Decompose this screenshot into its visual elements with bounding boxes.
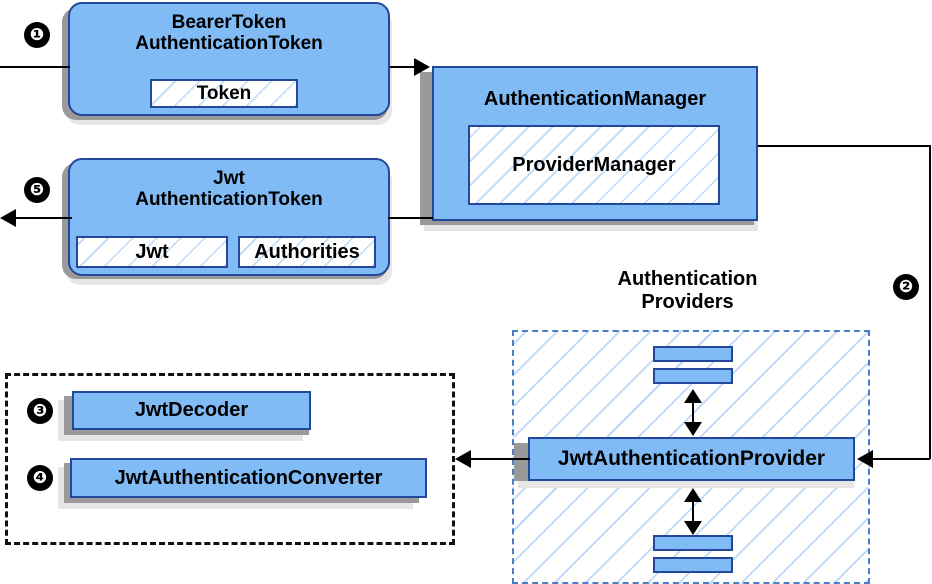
connector-manager-right [758, 145, 930, 147]
connector-token-to-manager [390, 66, 420, 68]
provider-link-top-line [692, 393, 694, 431]
provider-link-top-arrow-up [684, 389, 702, 403]
step-marker-4: ❹ [27, 465, 53, 491]
authentication-manager-title: AuthenticationManager [483, 88, 707, 110]
node-bearer-token-authentication-token[interactable]: BearerToken AuthenticationToken [68, 2, 390, 116]
inner-box-token: Token [150, 79, 298, 108]
authentication-providers-caption-line2: Providers [641, 290, 734, 313]
provider-stub-top-1 [653, 346, 733, 362]
step-marker-1: ❶ [24, 22, 50, 48]
step-marker-2-label: ❷ [898, 276, 914, 297]
provider-link-bottom-arrow-up [684, 488, 702, 502]
jwt-authentication-provider-label: JwtAuthenticationProvider [557, 447, 826, 471]
connector-provider-to-support [470, 458, 530, 460]
authentication-providers-caption-line1: Authentication [617, 268, 758, 290]
step-marker-5-label: ❺ [29, 179, 45, 200]
arrowhead-jwt-token-out [0, 209, 16, 227]
provider-link-top-arrow-down [684, 422, 702, 436]
arrowhead-provider-to-support [455, 450, 471, 468]
node-jwt-authentication-converter[interactable]: JwtAuthenticationConverter [70, 458, 427, 498]
provider-stub-bottom-2 [653, 557, 733, 573]
bearer-token-title-line1: BearerToken [171, 12, 287, 33]
connector-jwt-token-out [14, 217, 72, 219]
authentication-providers-caption: Authentication Providers [575, 268, 800, 314]
provider-link-bottom-line [692, 492, 694, 530]
provider-link-bottom-arrow-down [684, 521, 702, 535]
arrowhead-into-provider [857, 450, 873, 468]
jwt-decoder-label: JwtDecoder [134, 399, 249, 422]
node-jwt-decoder[interactable]: JwtDecoder [72, 391, 311, 430]
connector-into-provider [872, 458, 930, 460]
step-marker-2: ❷ [893, 274, 919, 300]
inner-box-provider-manager: ProviderManager [468, 125, 720, 205]
arrowhead-token-to-manager [414, 58, 430, 76]
connector-request-in [0, 66, 70, 68]
inner-box-authorities-label: Authorities [254, 240, 360, 263]
inner-box-jwt-label: Jwt [135, 240, 169, 263]
step-marker-3-label: ❸ [32, 400, 48, 421]
inner-box-authorities: Authorities [238, 236, 376, 268]
jwt-authentication-converter-label: JwtAuthenticationConverter [114, 466, 383, 489]
jwt-token-title-line1: Jwt [213, 168, 245, 189]
step-marker-1-label: ❶ [29, 24, 45, 45]
provider-stub-top-2 [653, 368, 733, 384]
node-jwt-authentication-provider[interactable]: JwtAuthenticationProvider [528, 437, 855, 481]
support-components-container [5, 373, 455, 545]
connector-manager-to-jwt-token [388, 217, 433, 219]
inner-box-token-label: Token [196, 82, 252, 104]
step-marker-4-label: ❹ [32, 467, 48, 488]
bearer-token-title-line2: AuthenticationToken [135, 33, 323, 55]
inner-box-jwt: Jwt [76, 236, 228, 268]
jwt-token-title-line2: AuthenticationToken [135, 189, 323, 211]
provider-stub-bottom-1 [653, 535, 733, 551]
step-marker-5: ❺ [24, 177, 50, 203]
inner-box-provider-manager-label: ProviderManager [512, 153, 676, 176]
step-marker-3: ❸ [27, 398, 53, 424]
connector-manager-down [929, 145, 931, 459]
